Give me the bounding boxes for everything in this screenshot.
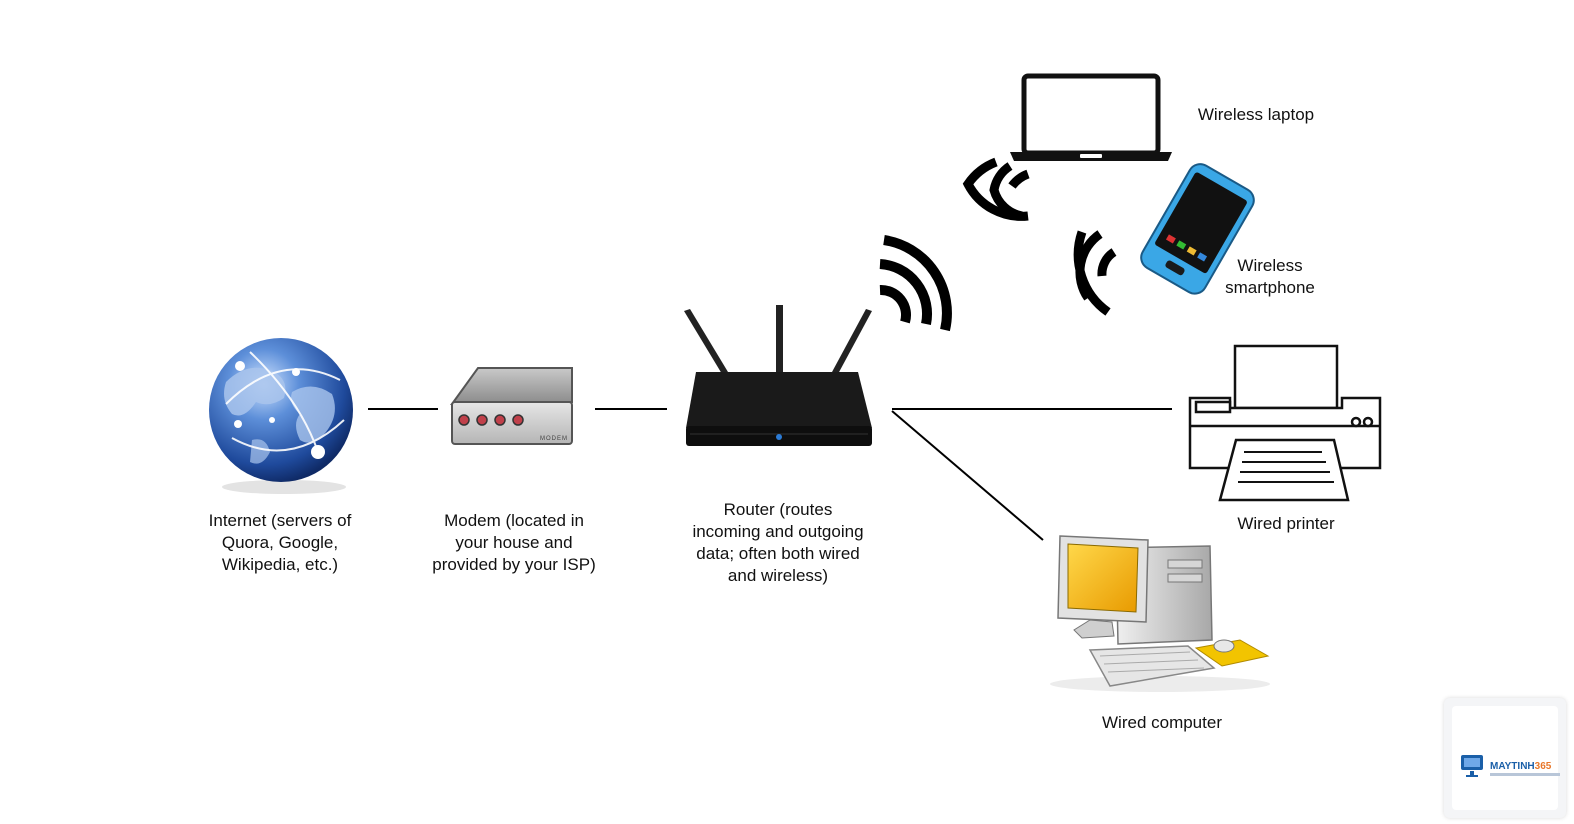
printer-label-line: Wired printer (1237, 514, 1335, 533)
watermark-tagline-bar (1490, 773, 1560, 776)
internet-label-line: Quora, Google, (221, 533, 339, 552)
smartphone-label: Wireless smartphone (1190, 255, 1350, 299)
watermark-logo: MAYTINH365 (1444, 698, 1566, 818)
watermark-brand: MAYTINH365 (1490, 761, 1551, 772)
link-router-computer (891, 410, 1044, 541)
internet-label-line: Internet (servers of (208, 511, 352, 530)
smartphone-wifi-icon (1073, 230, 1117, 316)
computer-icon (1050, 535, 1270, 692)
globe-icon (209, 338, 353, 494)
modem-label: Modem (located in your house and provide… (404, 510, 624, 576)
watermark-card: MAYTINH365 (1452, 706, 1560, 810)
modem-device-text: MODEM (540, 436, 568, 442)
router-label: Router (routes incoming and outgoing dat… (668, 499, 888, 587)
router-label-line: Router (routes (723, 500, 833, 519)
watermark-brand-main: MAYTINH (1490, 761, 1535, 772)
smartphone-label-line: Wireless (1237, 256, 1303, 275)
modem-label-line: Modem (located in (444, 511, 584, 530)
router-label-line: and wireless) (727, 566, 829, 585)
connection-lines (368, 408, 1172, 541)
computer-label: Wired computer (1072, 712, 1252, 734)
router-led (776, 434, 782, 440)
router-label-line: data; often both wired (696, 544, 860, 563)
laptop-wifi-icon (962, 157, 1030, 221)
smartphone-icon (1140, 163, 1255, 295)
modem-icon: MODEM (450, 367, 573, 445)
computer-label-line: Wired computer (1102, 713, 1222, 732)
laptop-label: Wireless laptop (1168, 104, 1344, 126)
monitor-logo-icon (1461, 755, 1483, 777)
laptop-icon (1010, 73, 1172, 161)
internet-label-line: Wikipedia, etc.) (221, 555, 339, 574)
internet-label: Internet (servers of Quora, Google, Wiki… (180, 510, 380, 576)
modem-label-line: your house and (455, 533, 573, 552)
wifi-signal-icon (879, 235, 952, 332)
printer-icon (1188, 344, 1382, 502)
watermark-brand-accent: 365 (1534, 761, 1552, 772)
smartphone-label-line: smartphone (1225, 278, 1315, 297)
router-icon (684, 305, 872, 446)
modem-label-line: provided by your ISP) (432, 555, 596, 574)
router-label-line: incoming and outgoing (692, 522, 864, 541)
printer-label: Wired printer (1196, 513, 1376, 535)
modem-status-lights (458, 414, 524, 426)
laptop-label-line: Wireless laptop (1197, 105, 1315, 124)
